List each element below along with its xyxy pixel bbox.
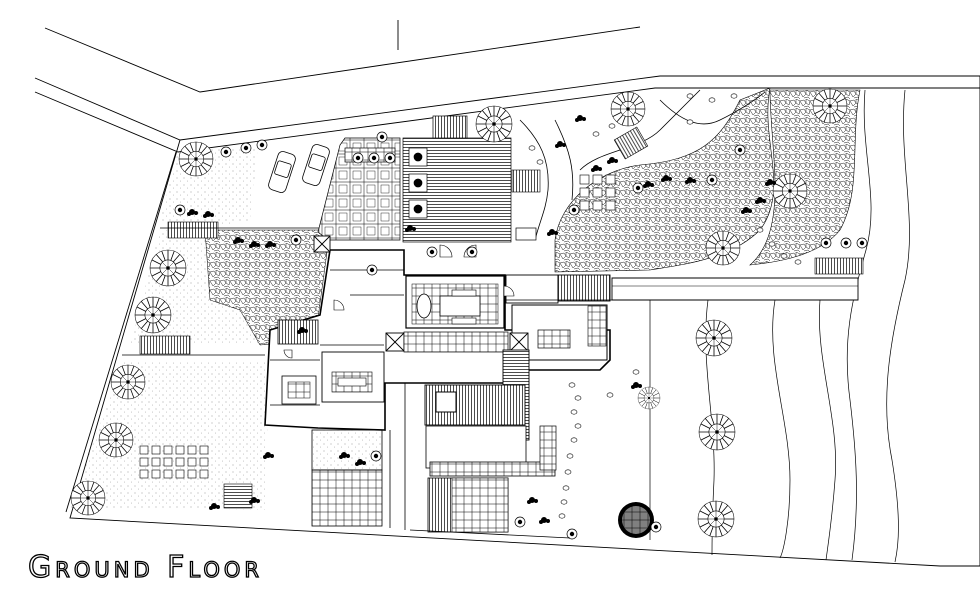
entry-court [317, 115, 512, 243]
site-boundary [34, 20, 980, 567]
dense-tree [618, 502, 654, 538]
drawing-title: Ground Floor [27, 549, 264, 585]
house-floor-plan [264, 227, 859, 533]
parked-cars [268, 144, 330, 193]
